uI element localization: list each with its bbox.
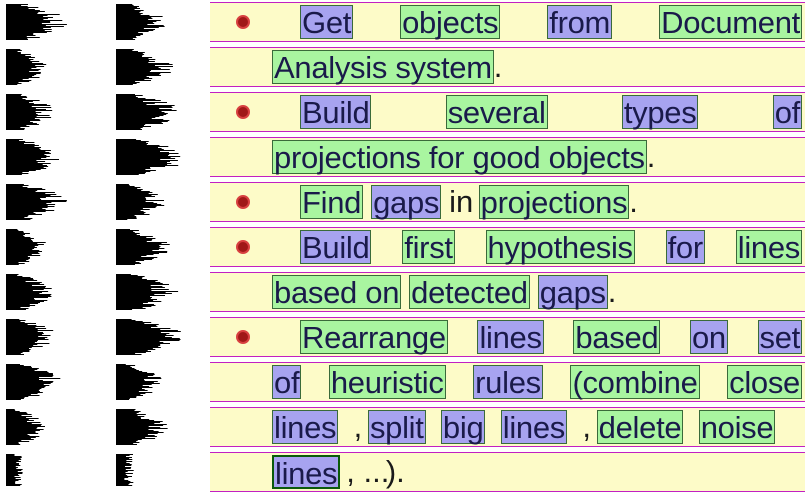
word-box-blue: big bbox=[440, 410, 486, 445]
word-box-blue: lines bbox=[272, 455, 341, 491]
punctuation: ). bbox=[385, 454, 405, 489]
word-box-blue: of bbox=[272, 365, 302, 400]
word-box-green: based bbox=[573, 320, 661, 355]
bullet-icon bbox=[236, 105, 250, 119]
word-box-blue: set bbox=[757, 320, 802, 355]
punctuation: , bbox=[353, 409, 363, 444]
word-box-green: objects bbox=[400, 5, 501, 40]
text-line: of heuristic rules (combine close bbox=[210, 362, 805, 402]
word-box-green: close bbox=[727, 365, 802, 400]
word-box-blue: rules bbox=[473, 365, 543, 400]
word-box-green: (combine bbox=[570, 365, 700, 400]
text-line: lines, ...). bbox=[210, 452, 805, 492]
bullet-icon bbox=[236, 195, 250, 209]
word-box-blue: split bbox=[367, 410, 426, 445]
word-box-blue: from bbox=[547, 5, 613, 40]
word-box-green: projections for good objects bbox=[272, 140, 647, 175]
word-box-blue: lines bbox=[500, 410, 567, 445]
word-box-blue: lines bbox=[477, 320, 544, 355]
word-box-green: hypothesis bbox=[485, 230, 635, 265]
punctuation: , ... bbox=[346, 454, 390, 489]
projection-histograms bbox=[6, 4, 181, 486]
word-box-blue: lines bbox=[272, 410, 339, 445]
word-box-green: Find bbox=[300, 185, 364, 220]
word-box-green: first bbox=[402, 230, 455, 265]
punctuation: , bbox=[582, 409, 591, 444]
text-line: projections for good objects. bbox=[210, 137, 805, 177]
text-line: Build several types of bbox=[210, 92, 805, 132]
word-box-blue: Build bbox=[300, 230, 372, 265]
word-box-green: projections bbox=[478, 185, 630, 220]
punctuation: . bbox=[629, 184, 638, 219]
word-box-green: several bbox=[445, 95, 548, 130]
word-box-green: lines bbox=[735, 230, 802, 265]
word-box-blue: types bbox=[621, 95, 699, 130]
text-line: Build first hypothesis for lines bbox=[210, 227, 805, 267]
word-box-green: heuristic bbox=[328, 365, 446, 400]
word-box-blue: gaps bbox=[371, 185, 442, 220]
word-box-blue: Build bbox=[300, 95, 372, 130]
word-box-blue: of bbox=[772, 95, 802, 130]
punctuation: . bbox=[646, 139, 656, 174]
word-box-green: based on bbox=[272, 275, 402, 310]
word-box-blue: for bbox=[665, 230, 705, 265]
word-box-green: Rearrange bbox=[300, 320, 448, 355]
word-box-blue: Get bbox=[300, 5, 354, 40]
punctuation: . bbox=[607, 274, 617, 309]
word-box-green: delete bbox=[596, 410, 684, 445]
word-box-green: Document bbox=[659, 5, 802, 40]
word-box-blue: on bbox=[689, 320, 728, 355]
word-box-green: Analysis system bbox=[272, 50, 494, 85]
word-box-green: noise bbox=[698, 410, 776, 445]
text-line: Analysis system. bbox=[210, 47, 805, 87]
punctuation: . bbox=[493, 49, 503, 84]
bullet-icon bbox=[236, 240, 250, 254]
word-box-blue: gaps bbox=[537, 275, 608, 310]
text-line: Get objects from Document bbox=[210, 2, 805, 42]
bullet-icon bbox=[236, 330, 250, 344]
punctuation: in bbox=[449, 184, 474, 219]
bullet-icon bbox=[236, 15, 250, 29]
word-box-green: detected bbox=[409, 275, 530, 310]
